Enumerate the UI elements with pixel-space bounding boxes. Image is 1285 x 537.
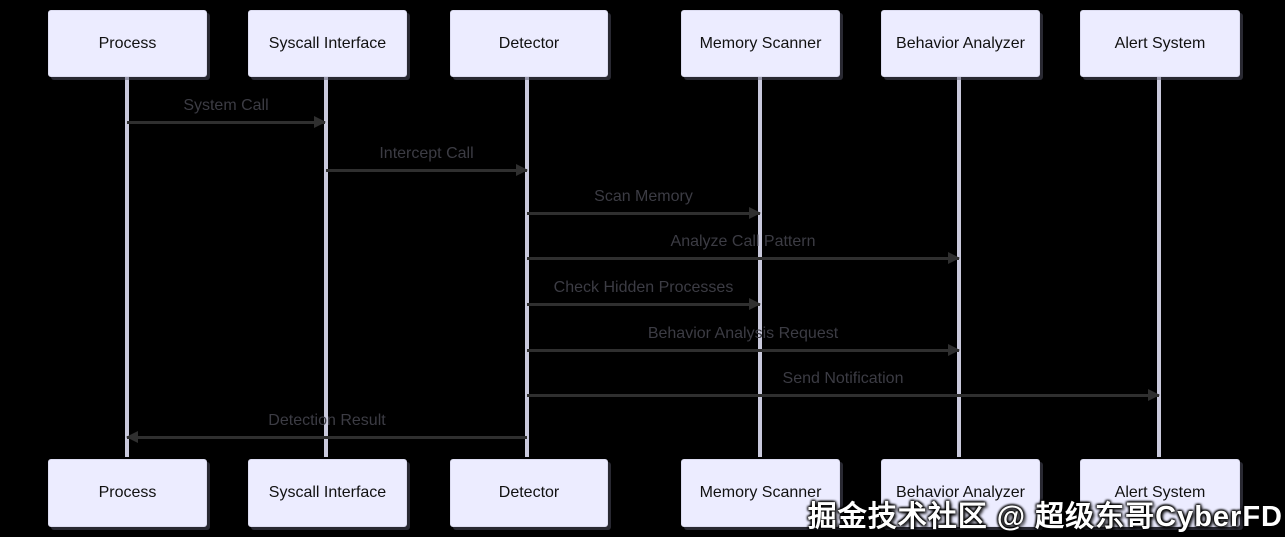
message-line	[326, 169, 527, 172]
participant-box-alert-system-bottom: Alert System	[1080, 459, 1240, 527]
arrowhead-left-icon	[126, 431, 138, 443]
arrowhead-right-icon	[749, 207, 761, 219]
participant-label: Alert System	[1114, 484, 1206, 501]
message-line	[527, 349, 959, 352]
participant-box-process-bottom: Process	[48, 459, 207, 527]
participant-box-alert-system-top: Alert System	[1080, 10, 1240, 77]
participant-box-behavior-analyzer-top: Behavior Analyzer	[881, 10, 1040, 77]
message-label: Intercept Call	[379, 145, 474, 162]
watermark-text: 掘金技术社区 @ 超级东哥CyberFD	[807, 501, 1283, 533]
participant-box-detector-bottom: Detector	[450, 459, 608, 527]
message-system-call: System Call	[127, 97, 326, 128]
lifeline-detector	[525, 77, 529, 457]
participant-label: Behavior Analyzer	[896, 484, 1025, 501]
participant-box-process-top: Process	[48, 10, 207, 77]
participant-label: Syscall Interface	[268, 484, 387, 501]
message-line	[127, 436, 527, 439]
participant-box-syscall-interface-top: Syscall Interface	[248, 10, 407, 77]
participant-box-memory-scanner-bottom: Memory Scanner	[681, 459, 840, 527]
participant-label: Memory Scanner	[699, 484, 822, 501]
participant-label: Detector	[498, 34, 560, 52]
message-analyze-call-pattern: Analyze Call Pattern	[527, 233, 960, 264]
message-label: Scan Memory	[594, 188, 693, 205]
arrowhead-right-icon	[314, 116, 326, 128]
message-line	[527, 212, 760, 215]
lifeline-alert-system	[1157, 77, 1161, 457]
message-label: Detection Result	[268, 412, 386, 429]
participant-box-memory-scanner-top: Memory Scanner	[681, 10, 840, 77]
participant-label: Memory Scanner	[699, 34, 822, 52]
message-intercept-call: Intercept Call	[326, 145, 528, 176]
participant-label: Process	[98, 34, 157, 52]
arrowhead-right-icon	[948, 344, 960, 356]
message-label: System Call	[183, 97, 269, 114]
message-line	[127, 121, 325, 124]
message-detection-result: Detection Result	[126, 412, 527, 443]
message-scan-memory: Scan Memory	[527, 188, 761, 219]
message-behavior-analysis-request: Behavior Analysis Request	[527, 325, 960, 356]
lifeline-memory-scanner	[758, 77, 762, 457]
lifeline-behavior-analyzer	[957, 77, 961, 457]
arrowhead-right-icon	[516, 164, 528, 176]
message-label: Behavior Analysis Request	[647, 325, 839, 342]
participant-box-behavior-analyzer-bottom: Behavior Analyzer	[881, 459, 1040, 527]
arrowhead-right-icon	[948, 252, 960, 264]
participant-label: Detector	[498, 484, 560, 501]
participant-label: Behavior Analyzer	[896, 34, 1025, 52]
arrowhead-right-icon	[749, 298, 761, 310]
message-line	[527, 257, 959, 260]
arrowhead-right-icon	[1148, 389, 1160, 401]
message-send-notification: Send Notification	[527, 370, 1160, 401]
message-label: Send Notification	[782, 370, 904, 387]
message-label: Check Hidden Processes	[553, 279, 734, 296]
message-line	[527, 394, 1159, 397]
lifeline-process	[125, 77, 129, 457]
lifeline-syscall-interface	[324, 77, 328, 457]
message-check-hidden-processes: Check Hidden Processes	[527, 279, 761, 310]
message-label: Analyze Call Pattern	[670, 233, 816, 250]
participant-label: Syscall Interface	[268, 34, 387, 52]
message-line	[527, 303, 760, 306]
participant-label: Alert System	[1114, 34, 1206, 52]
participant-label: Process	[98, 484, 157, 501]
participant-box-syscall-interface-bottom: Syscall Interface	[248, 459, 407, 527]
participant-box-detector-top: Detector	[450, 10, 608, 77]
